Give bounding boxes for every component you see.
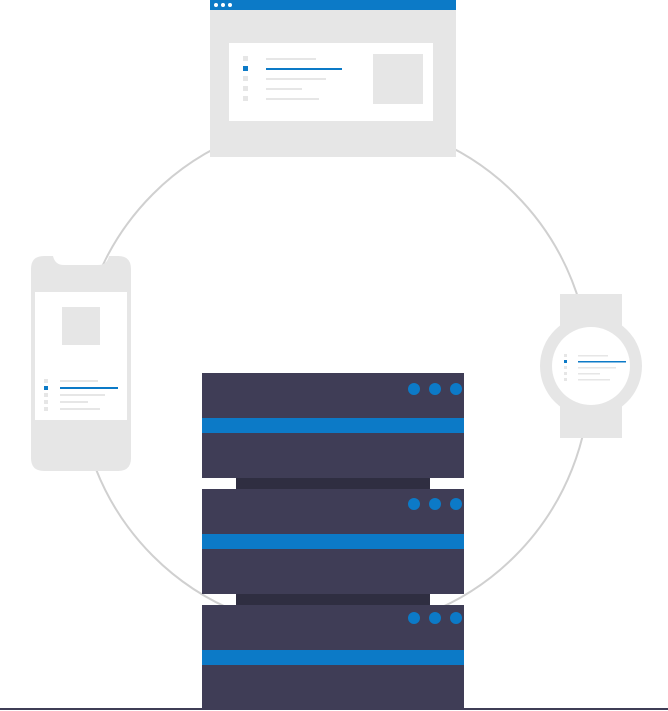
server-unit-stripe — [202, 650, 464, 665]
watch-list-bullet — [564, 378, 567, 381]
phone-image-placeholder — [62, 307, 100, 345]
server-status-light — [429, 383, 441, 395]
server-status-light — [408, 383, 420, 395]
phone-list-line — [60, 408, 100, 410]
server-status-light — [429, 612, 441, 624]
browser-window-icon — [210, 0, 456, 157]
server-status-light — [408, 498, 420, 510]
watch-list-line — [578, 355, 608, 357]
watch-list-bullet — [564, 372, 567, 375]
watch-list-line — [578, 373, 600, 375]
phone-list-line — [60, 380, 98, 382]
watch-list-bullet — [564, 366, 567, 369]
server-status-light — [429, 498, 441, 510]
phone-list-line — [60, 394, 105, 396]
server-status-light — [408, 612, 420, 624]
phone-list-bullet — [44, 400, 48, 404]
watch-list-line — [578, 367, 616, 369]
browser-list-bullet — [243, 86, 248, 91]
phone-list-line-active — [60, 387, 118, 389]
phone-list-bullet-active — [44, 386, 48, 390]
browser-list-line — [266, 88, 302, 90]
server-status-light — [450, 383, 462, 395]
server-status-light — [450, 498, 462, 510]
server-rack-icon — [202, 373, 464, 708]
floor-line — [0, 708, 668, 710]
server-joint — [236, 594, 430, 605]
watch-list-line-active — [578, 361, 626, 363]
browser-list-line — [266, 98, 319, 100]
browser-image-placeholder — [373, 54, 423, 104]
browser-list-bullet — [243, 56, 248, 61]
browser-list-line-active — [266, 68, 342, 70]
watch-list-line — [578, 379, 610, 381]
browser-list-bullet — [243, 96, 248, 101]
phone-list-bullet — [44, 393, 48, 397]
browser-list-line — [266, 78, 326, 80]
browser-list-bullet — [243, 76, 248, 81]
browser-list-line — [266, 58, 316, 60]
watch-list-bullet-active — [564, 360, 567, 363]
server-unit-stripe — [202, 534, 464, 549]
phone-list-bullet — [44, 379, 48, 383]
watch-face — [552, 327, 630, 405]
smartwatch-icon — [540, 294, 642, 438]
watch-list-bullet — [564, 354, 567, 357]
titlebar-dot — [214, 3, 218, 7]
smartphone-icon — [31, 256, 131, 471]
titlebar-dot — [228, 3, 232, 7]
server-joint — [236, 478, 430, 489]
browser-titlebar — [210, 0, 456, 10]
browser-list-bullet-active — [243, 66, 248, 71]
server-status-light — [450, 612, 462, 624]
titlebar-dot — [221, 3, 225, 7]
phone-list-bullet — [44, 407, 48, 411]
server-unit-stripe — [202, 418, 464, 433]
phone-list-line — [60, 401, 88, 403]
